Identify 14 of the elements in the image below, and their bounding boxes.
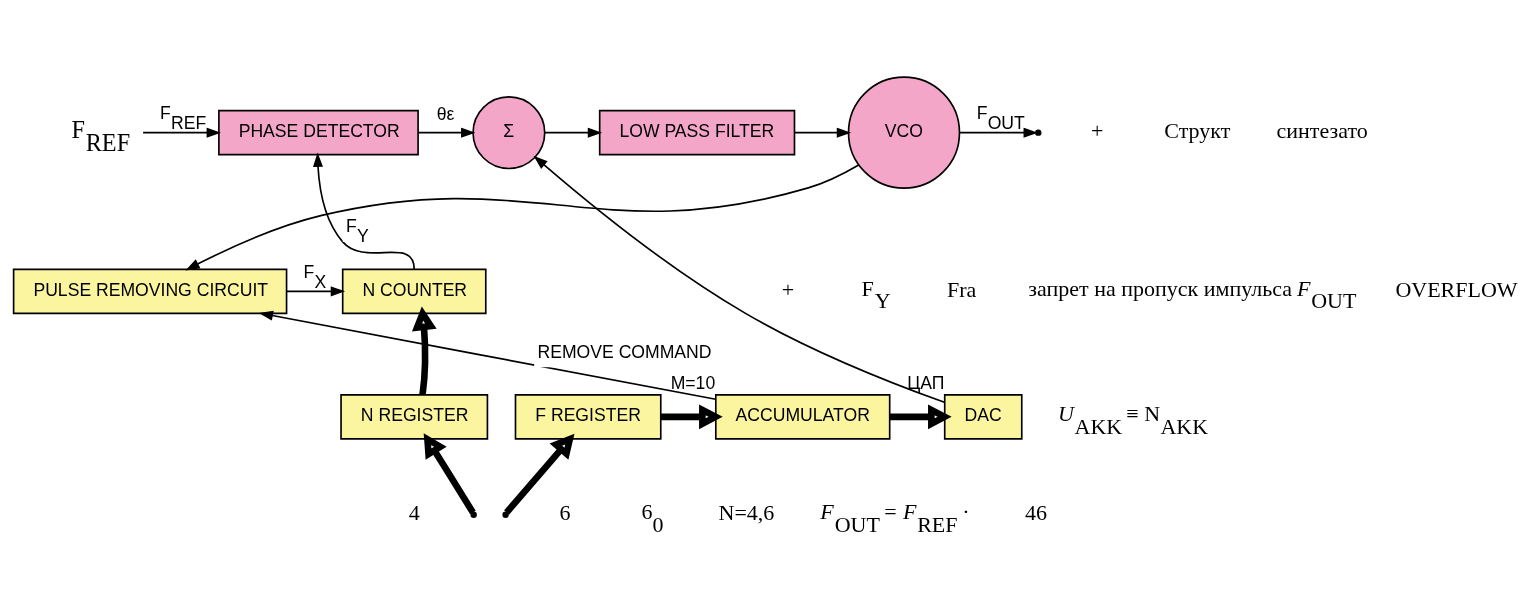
edge-label: θε <box>436 104 455 125</box>
label: + <box>1091 118 1104 144</box>
label: 4 <box>408 500 420 526</box>
label: N=4,6 <box>718 500 775 526</box>
label: Структ <box>1164 118 1231 144</box>
label: 6 <box>559 500 571 526</box>
edge-label: REMOVE COMMAND <box>537 342 712 363</box>
label: Fra <box>946 276 977 302</box>
node-label: M=10 <box>670 373 716 394</box>
label: синтезато <box>1276 118 1368 144</box>
label: 46 <box>1025 500 1048 526</box>
node-label: ЦАП <box>907 373 945 394</box>
label: OVERFLOW <box>1395 276 1518 302</box>
label: + <box>781 276 795 302</box>
